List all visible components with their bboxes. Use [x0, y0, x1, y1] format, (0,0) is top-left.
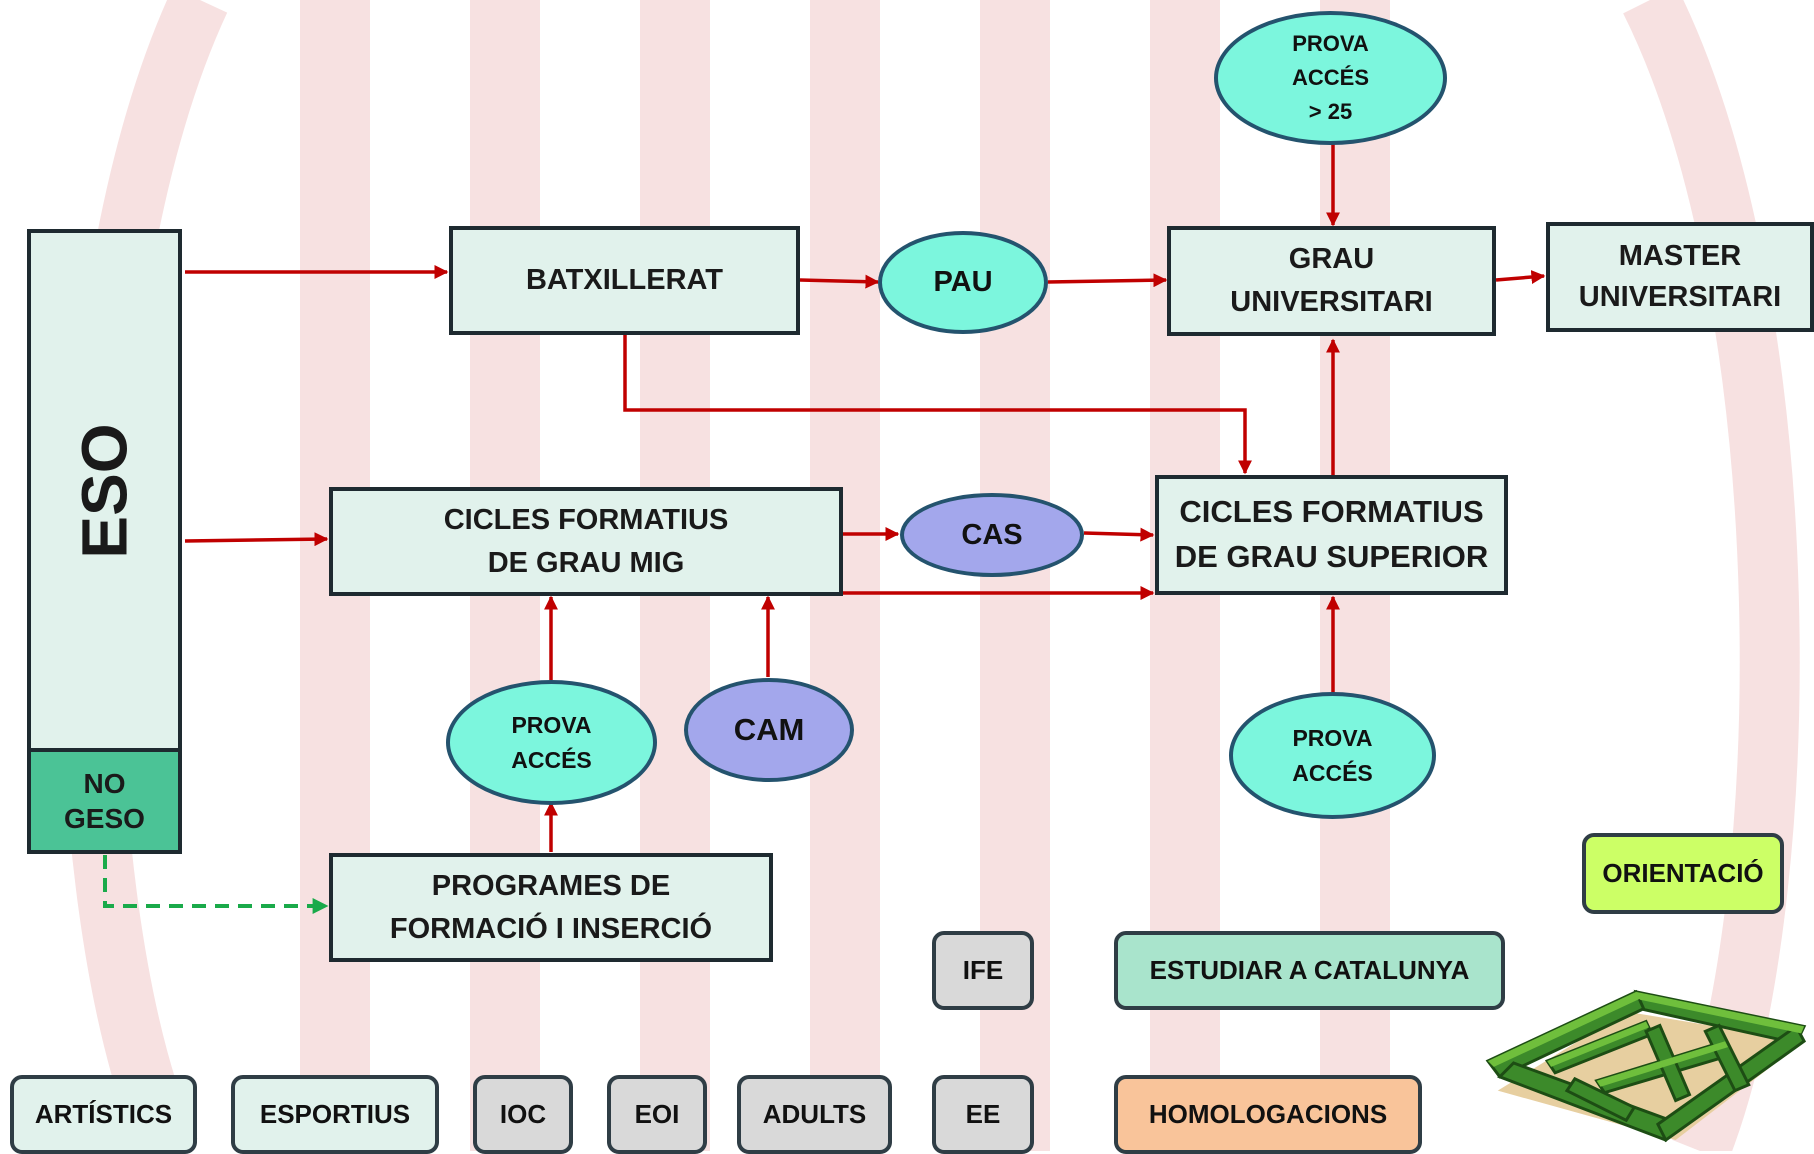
- cicles-grau-mig-box[interactable]: CICLES FORMATIUS DE GRAU MIG: [329, 487, 843, 596]
- grau-line-1: GRAU: [1288, 242, 1375, 275]
- cas-oval[interactable]: CAS: [900, 493, 1084, 577]
- adults-button[interactable]: ADULTS: [737, 1075, 892, 1154]
- programes-line-2: FORMACIÓ I INSERCIÓ: [389, 912, 713, 945]
- eoi-label: EOI: [634, 1099, 680, 1129]
- pau-oval[interactable]: PAU: [878, 231, 1048, 334]
- grau-universitari-box[interactable]: GRAU UNIVERSITARI: [1167, 226, 1496, 336]
- grau-line-2: UNIVERSITARI: [1230, 286, 1433, 318]
- adults-label: ADULTS: [762, 1099, 867, 1129]
- master-line-1: MASTER: [1618, 240, 1742, 273]
- eso-label: ESO: [68, 422, 141, 559]
- prova-sup-line-1: PROVA: [1292, 725, 1373, 751]
- estudiar-label: ESTUDIAR A CATALUNYA: [1149, 955, 1470, 985]
- superior-line-2: DE GRAU SUPERIOR: [1174, 539, 1489, 574]
- maze-illustration: [1485, 989, 1807, 1143]
- homologacions-button[interactable]: HOMOLOGACIONS: [1114, 1075, 1422, 1154]
- homologacions-label: HOMOLOGACIONS: [1148, 1099, 1388, 1129]
- superior-line-1: CICLES FORMATIUS: [1179, 494, 1484, 530]
- programes-formacio-box[interactable]: PROGRAMES DE FORMACIÓ I INSERCIÓ: [329, 853, 773, 962]
- mig-line-1: CICLES FORMATIUS: [443, 504, 729, 537]
- esportius-label: ESPORTIUS: [259, 1099, 411, 1129]
- cicles-grau-superior-box[interactable]: CICLES FORMATIUS DE GRAU SUPERIOR: [1155, 475, 1508, 595]
- prova-acces-mig-oval[interactable]: PROVA ACCÉS: [446, 680, 657, 805]
- ioc-button[interactable]: IOC: [473, 1075, 573, 1154]
- orientacio-label: ORIENTACIÓ: [1602, 858, 1764, 888]
- ife-label: IFE: [962, 955, 1004, 985]
- cam-label: CAM: [733, 712, 805, 747]
- cas-label: CAS: [961, 518, 1023, 551]
- batxillerat-box[interactable]: BATXILLERAT: [449, 226, 800, 335]
- prova-mig-line-2: ACCÉS: [511, 746, 592, 773]
- programes-line-1: PROGRAMES DE: [431, 870, 671, 903]
- estudiar-catalunya-button[interactable]: ESTUDIAR A CATALUNYA: [1114, 931, 1505, 1010]
- master-universitari-box[interactable]: MASTER UNIVERSITARI: [1546, 222, 1814, 332]
- eoi-button[interactable]: EOI: [607, 1075, 707, 1154]
- batxillerat-label: BATXILLERAT: [525, 263, 724, 296]
- prova-sup-line-2: ACCÉS: [1292, 759, 1373, 786]
- pau-label: PAU: [933, 266, 993, 298]
- esportius-button[interactable]: ESPORTIUS: [231, 1075, 439, 1154]
- ioc-label: IOC: [499, 1099, 547, 1129]
- no-geso-box[interactable]: NO GESO: [27, 748, 182, 854]
- ee-button[interactable]: EE: [932, 1075, 1034, 1154]
- mig-line-2: DE GRAU MIG: [487, 546, 685, 579]
- ife-button[interactable]: IFE: [932, 931, 1034, 1010]
- no-geso-line-1: NO: [83, 768, 126, 799]
- orientacio-button[interactable]: ORIENTACIÓ: [1582, 833, 1784, 914]
- prova-acces-25-oval[interactable]: PROVA ACCÉS > 25: [1214, 11, 1447, 145]
- master-line-2: UNIVERSITARI: [1578, 281, 1782, 313]
- prova-mig-line-1: PROVA: [511, 712, 592, 738]
- artistics-label: ARTÍSTICS: [34, 1099, 173, 1129]
- prova-acces-superior-oval[interactable]: PROVA ACCÉS: [1229, 692, 1436, 819]
- prova25-line-2: ACCÉS: [1291, 64, 1369, 90]
- cam-oval[interactable]: CAM: [684, 678, 854, 782]
- prova25-line-3: > 25: [1308, 99, 1353, 125]
- eso-box[interactable]: ESO: [27, 229, 182, 752]
- artistics-button[interactable]: ARTÍSTICS: [10, 1075, 197, 1154]
- prova25-line-1: PROVA: [1292, 30, 1369, 56]
- no-geso-line-2: GESO: [64, 803, 145, 834]
- ee-label: EE: [965, 1099, 1001, 1129]
